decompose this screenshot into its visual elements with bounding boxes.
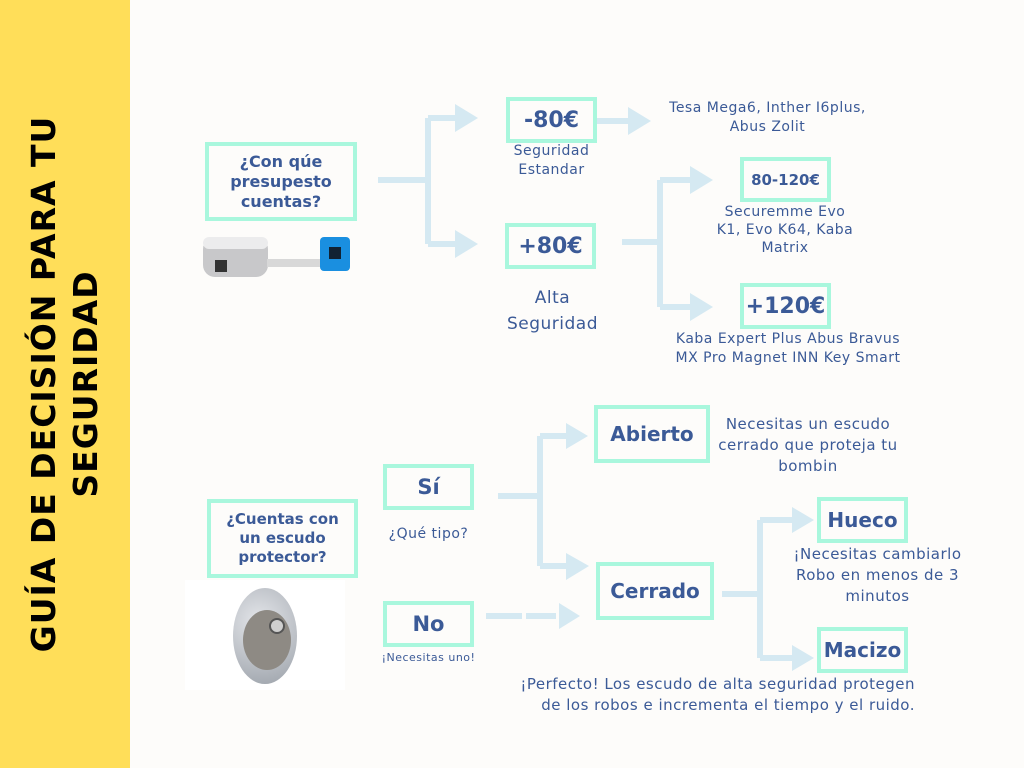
arrow-head-icon bbox=[455, 104, 478, 132]
top-range-models: Kaba Expert Plus Abus Bravus MX Pro Magn… bbox=[675, 331, 901, 366]
mid-range-label: 80-120€ bbox=[751, 170, 820, 189]
open-box: Abierto bbox=[594, 405, 710, 463]
budget-question-box: ¿Con qúe presupesto cuentas? bbox=[205, 142, 357, 221]
hollow-note: ¡Necesitas cambiarlo Robo en menos de 3 … bbox=[793, 545, 962, 605]
shield-question: ¿Cuentas con un escudo protector? bbox=[226, 510, 339, 566]
arrow-head-icon bbox=[792, 645, 814, 671]
no-caption: ¡Necesitas uno! bbox=[381, 651, 476, 664]
arrow-head-icon bbox=[455, 230, 478, 258]
yes-caption: ¿Qué tipo? bbox=[388, 526, 469, 542]
arrow-head-icon bbox=[690, 166, 713, 194]
mid-range-models: Securemme Evo K1, Evo K64, Kaba Matrix bbox=[716, 204, 854, 256]
shield-question-box: ¿Cuentas con un escudo protector? bbox=[207, 499, 358, 578]
budget-low-caption: Seguridad Estandar bbox=[513, 143, 590, 178]
connector-high bbox=[622, 177, 690, 310]
arrow-head-icon bbox=[690, 293, 713, 321]
hollow-label: Hueco bbox=[827, 508, 898, 532]
top-range-box: +120€ bbox=[740, 283, 831, 329]
budget-high-label: +80€ bbox=[518, 233, 583, 259]
arrow-head-icon bbox=[792, 507, 814, 533]
arrow-head-icon bbox=[559, 603, 580, 629]
lock-cylinder-image bbox=[203, 237, 350, 277]
arrow-head-icon bbox=[628, 107, 651, 135]
connector-budget bbox=[378, 115, 455, 247]
no-label: No bbox=[412, 612, 445, 636]
budget-low-models: Tesa Mega6, Inther I6plus, Abus Zolit bbox=[669, 100, 866, 135]
top-range-label: +120€ bbox=[745, 293, 826, 319]
budget-low-label: -80€ bbox=[523, 107, 580, 133]
hollow-box: Hueco bbox=[817, 497, 908, 543]
solid-note: ¡Perfecto! Los escudo de alta seguridad … bbox=[520, 675, 915, 714]
open-label: Abierto bbox=[610, 422, 694, 446]
yes-box: Sí bbox=[383, 464, 474, 510]
budget-high-caption: Alta Seguridad bbox=[506, 288, 599, 334]
open-note: Necesitas un escudo cerrado que proteja … bbox=[718, 415, 898, 475]
budget-question: ¿Con qúe presupesto cuentas? bbox=[230, 151, 332, 211]
arrow-head-icon bbox=[566, 423, 588, 449]
arrow-head-icon bbox=[566, 553, 589, 580]
closed-label: Cerrado bbox=[610, 579, 700, 603]
closed-box: Cerrado bbox=[596, 562, 714, 620]
solid-box: Macizo bbox=[817, 627, 908, 673]
shield-image bbox=[185, 580, 345, 690]
sidebar: GUÍA DE DECISIÓN PARA TU SEGURIDAD bbox=[0, 0, 130, 768]
solid-label: Macizo bbox=[823, 638, 902, 662]
mid-range-box: 80-120€ bbox=[740, 157, 831, 202]
no-box: No bbox=[383, 601, 474, 647]
connector-closed bbox=[722, 517, 792, 661]
yes-label: Sí bbox=[417, 475, 440, 499]
connector-shield-yes bbox=[498, 433, 566, 569]
budget-high-box: +80€ bbox=[505, 223, 596, 269]
budget-low-box: -80€ bbox=[506, 97, 597, 143]
